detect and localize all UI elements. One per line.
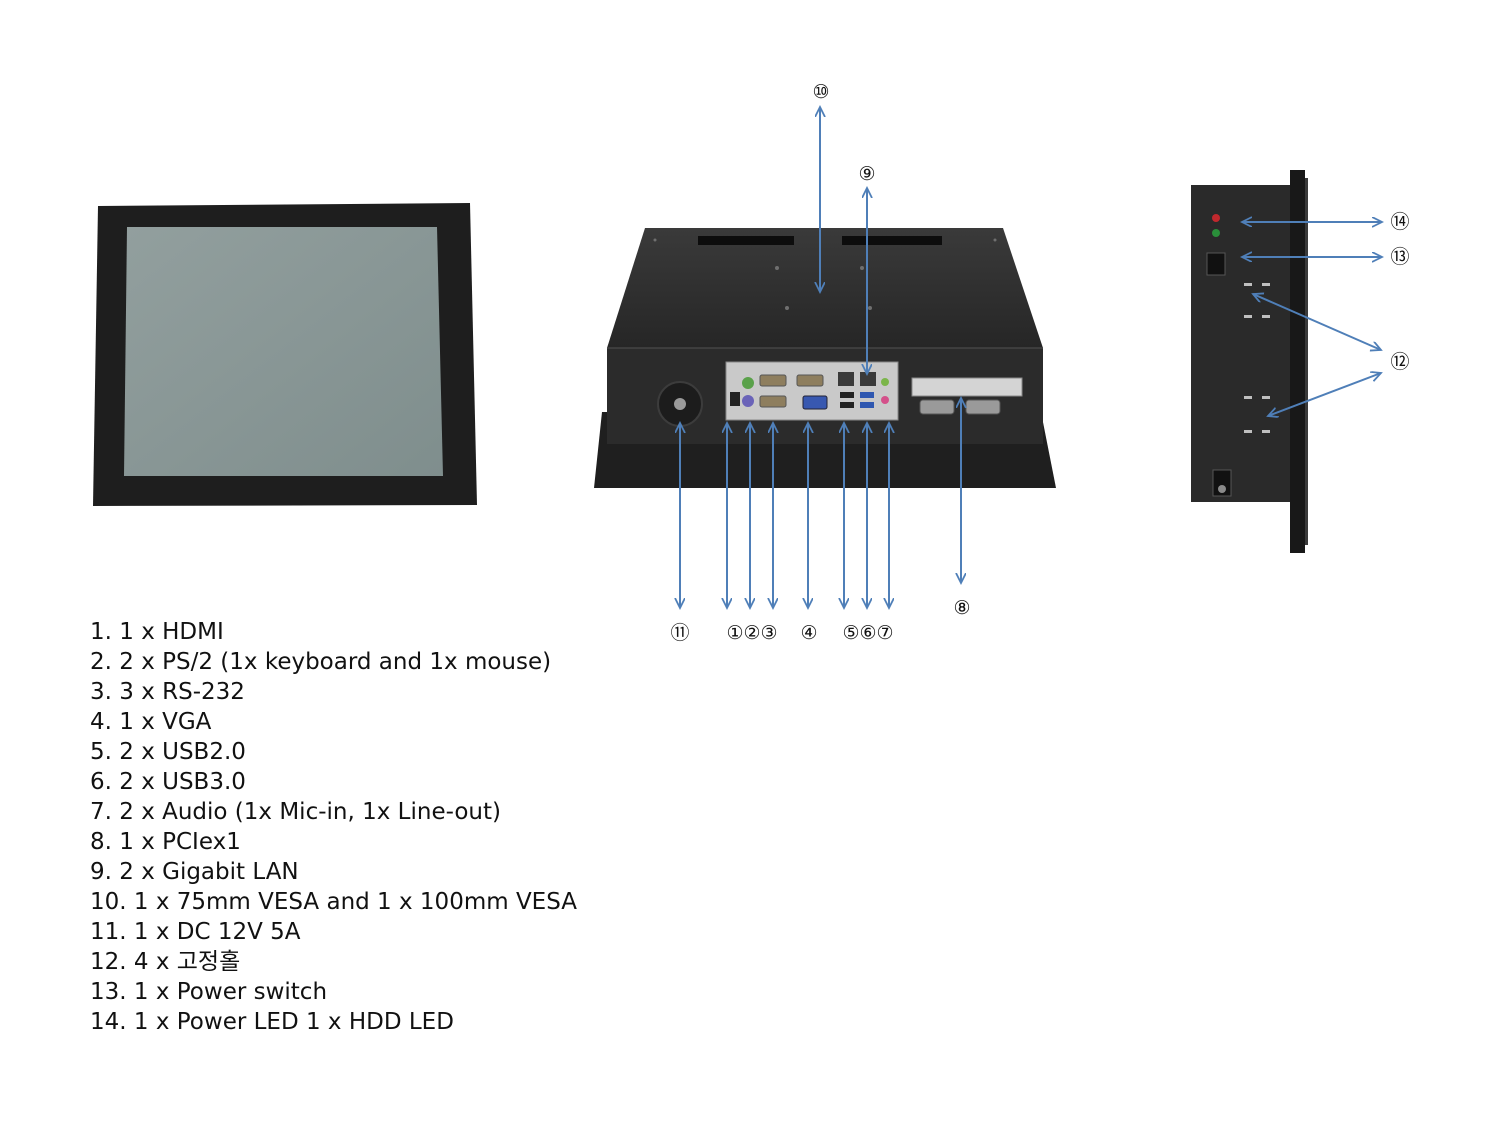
lcd-screen bbox=[124, 227, 443, 476]
spec-item-5: 5. 2 x USB2.0 bbox=[90, 739, 246, 765]
spec-item-1: 1. 1 x HDMI bbox=[90, 619, 224, 645]
spec-item-6: 6. 2 x USB3.0 bbox=[90, 769, 246, 795]
spec-item-2: 2. 2 x PS/2 (1x keyboard and 1x mouse) bbox=[90, 649, 552, 675]
spec-item-10: 10. 1 x 75mm VESA and 1 x 100mm VESA bbox=[90, 889, 577, 915]
callout-labels: ⑩ ⑨ ⑪ ①②③ ④ ⑤⑥⑦ ⑧ ⑭ ⑬ ⑫ bbox=[670, 81, 1409, 644]
spec-item-9: 9. 2 x Gigabit LAN bbox=[90, 859, 299, 885]
callout-10: ⑩ bbox=[812, 81, 829, 103]
callout-4: ④ bbox=[800, 622, 817, 644]
spec-item-7: 7. 2 x Audio (1x Mic-in, 1x Line-out) bbox=[90, 799, 501, 825]
spec-item-8: 8. 1 x PCIex1 bbox=[90, 829, 241, 855]
spec-item-4: 4. 1 x VGA bbox=[90, 709, 212, 735]
power-switch bbox=[1206, 252, 1226, 276]
callout-5-6-7: ⑤⑥⑦ bbox=[842, 622, 893, 644]
callout-8: ⑧ bbox=[953, 597, 970, 619]
callout-1-2-3: ①②③ bbox=[726, 622, 777, 644]
hdd-led bbox=[1212, 214, 1220, 222]
callout-11: ⑪ bbox=[670, 622, 689, 644]
callout-13: ⑬ bbox=[1390, 246, 1409, 268]
spec-item-3: 3. 3 x RS-232 bbox=[90, 679, 245, 705]
front-view-monitor bbox=[93, 203, 477, 506]
callout-12: ⑫ bbox=[1390, 351, 1409, 373]
spec-item-12: 12. 4 x 고정홀 bbox=[90, 949, 241, 975]
side-view-chassis bbox=[1191, 170, 1308, 553]
spec-item-14: 14. 1 x Power LED 1 x HDD LED bbox=[90, 1009, 454, 1035]
spec-list: 1. 1 x HDMI 2. 2 x PS/2 (1x keyboard and… bbox=[90, 617, 577, 1037]
power-led bbox=[1212, 229, 1220, 237]
callout-14: ⑭ bbox=[1390, 211, 1409, 233]
spec-item-13: 13. 1 x Power switch bbox=[90, 979, 328, 1005]
rear-view-chassis bbox=[594, 228, 1056, 488]
spec-item-11: 11. 1 x DC 12V 5A bbox=[90, 919, 301, 945]
callout-9: ⑨ bbox=[858, 163, 875, 185]
callout-arrows bbox=[680, 107, 1382, 608]
